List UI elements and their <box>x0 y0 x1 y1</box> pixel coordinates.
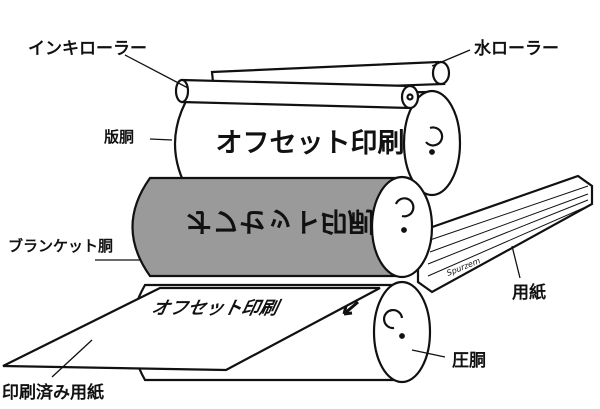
sheet-direction-arrow-icon <box>342 300 359 316</box>
impression-cylinder-label: 圧胴 <box>452 351 486 371</box>
sheet-printed-text: オフセット印刷 <box>148 298 284 319</box>
blanket-cylinder <box>131 175 434 279</box>
leader-lines <box>51 49 521 378</box>
blanket-cylinder-label: ブランケット胴 <box>8 237 114 255</box>
plate-cylinder-label: 版胴 <box>104 128 135 146</box>
ink-roller <box>174 78 420 110</box>
plate-text: オフセット印刷 <box>216 128 405 159</box>
water-roller-label: 水ローラー <box>474 39 559 59</box>
rotation-arrow-icon <box>425 126 444 147</box>
paper-label: 用紙 <box>512 283 546 303</box>
paper-stack <box>416 174 594 294</box>
rotation-arrow-icon <box>394 197 415 218</box>
blanket-mirrored-text: オフセット印刷 <box>186 205 375 236</box>
ink-roller-label: インキローラー <box>28 39 147 59</box>
rotation-arrow-icon <box>382 308 404 330</box>
printed-sheet <box>2 286 381 372</box>
printed-paper-label: 印刷済み用紙 <box>2 383 104 403</box>
plate-cylinder <box>174 89 462 197</box>
